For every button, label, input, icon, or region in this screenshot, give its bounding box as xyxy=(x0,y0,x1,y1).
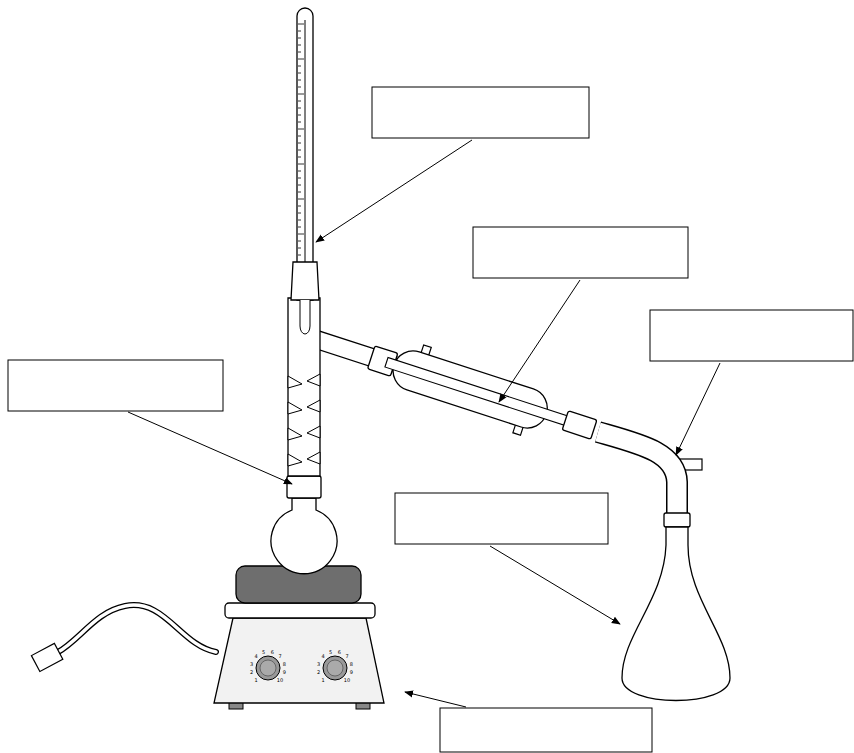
dial-wrapper: 1 xyxy=(321,678,324,683)
dial-number: 6 xyxy=(338,649,341,654)
dial-wrapper: 1 xyxy=(254,678,257,683)
dial-wrapper: 3 xyxy=(317,661,320,666)
dial-wrapper: 2 xyxy=(317,670,320,675)
dial-wrapper: 7 xyxy=(345,653,348,658)
dial-number: 5 xyxy=(262,649,265,654)
dial-number: 10 xyxy=(344,678,350,683)
dial-wrapper: 4 xyxy=(321,653,324,658)
dial-number: 3 xyxy=(250,661,253,666)
dial-number: 3 xyxy=(317,661,320,666)
dial-wrapper: 5 xyxy=(262,649,265,654)
dial-number: 2 xyxy=(250,670,253,675)
dial-number: 6 xyxy=(271,649,274,654)
dial-wrapper: 10 xyxy=(277,678,283,683)
dial-number: 7 xyxy=(345,653,348,658)
hot-plate xyxy=(214,603,384,709)
thermometer xyxy=(291,8,319,334)
receiving-flask xyxy=(622,513,730,701)
dial-number: 2 xyxy=(317,670,320,675)
dial-wrapper: 8 xyxy=(283,661,286,666)
dial-number: 10 xyxy=(277,678,283,683)
condenser xyxy=(307,313,602,456)
dial-number: 4 xyxy=(321,653,324,658)
dial-number: 7 xyxy=(278,653,281,658)
dial-number: 5 xyxy=(329,649,332,654)
label-boxes xyxy=(8,87,853,752)
dial-number: 1 xyxy=(321,678,324,683)
power-cord xyxy=(31,605,216,671)
dial-wrapper: 3 xyxy=(250,661,253,666)
dial-number: 9 xyxy=(283,670,286,675)
leader-arrows xyxy=(128,140,720,707)
dial-number: 9 xyxy=(350,670,353,675)
dial-wrapper: 5 xyxy=(329,649,332,654)
dial-number: 8 xyxy=(350,661,353,666)
dial-wrapper: 10 xyxy=(344,678,350,683)
dial-wrapper: 8 xyxy=(350,661,353,666)
dial-number: 8 xyxy=(283,661,286,666)
fractionating-column xyxy=(287,298,321,498)
dial-wrapper: 6 xyxy=(338,649,341,654)
dial-wrapper: 6 xyxy=(271,649,274,654)
distillation-flask xyxy=(271,498,337,574)
dial-wrapper: 9 xyxy=(283,670,286,675)
dial-wrapper: 4 xyxy=(254,653,257,658)
dial-number: 4 xyxy=(254,653,257,658)
dial-number: 1 xyxy=(254,678,257,683)
dial-wrapper: 7 xyxy=(278,653,281,658)
dial-wrapper: 9 xyxy=(350,670,353,675)
vacuum-adapter xyxy=(598,432,702,520)
dial-wrapper: 2 xyxy=(250,670,253,675)
